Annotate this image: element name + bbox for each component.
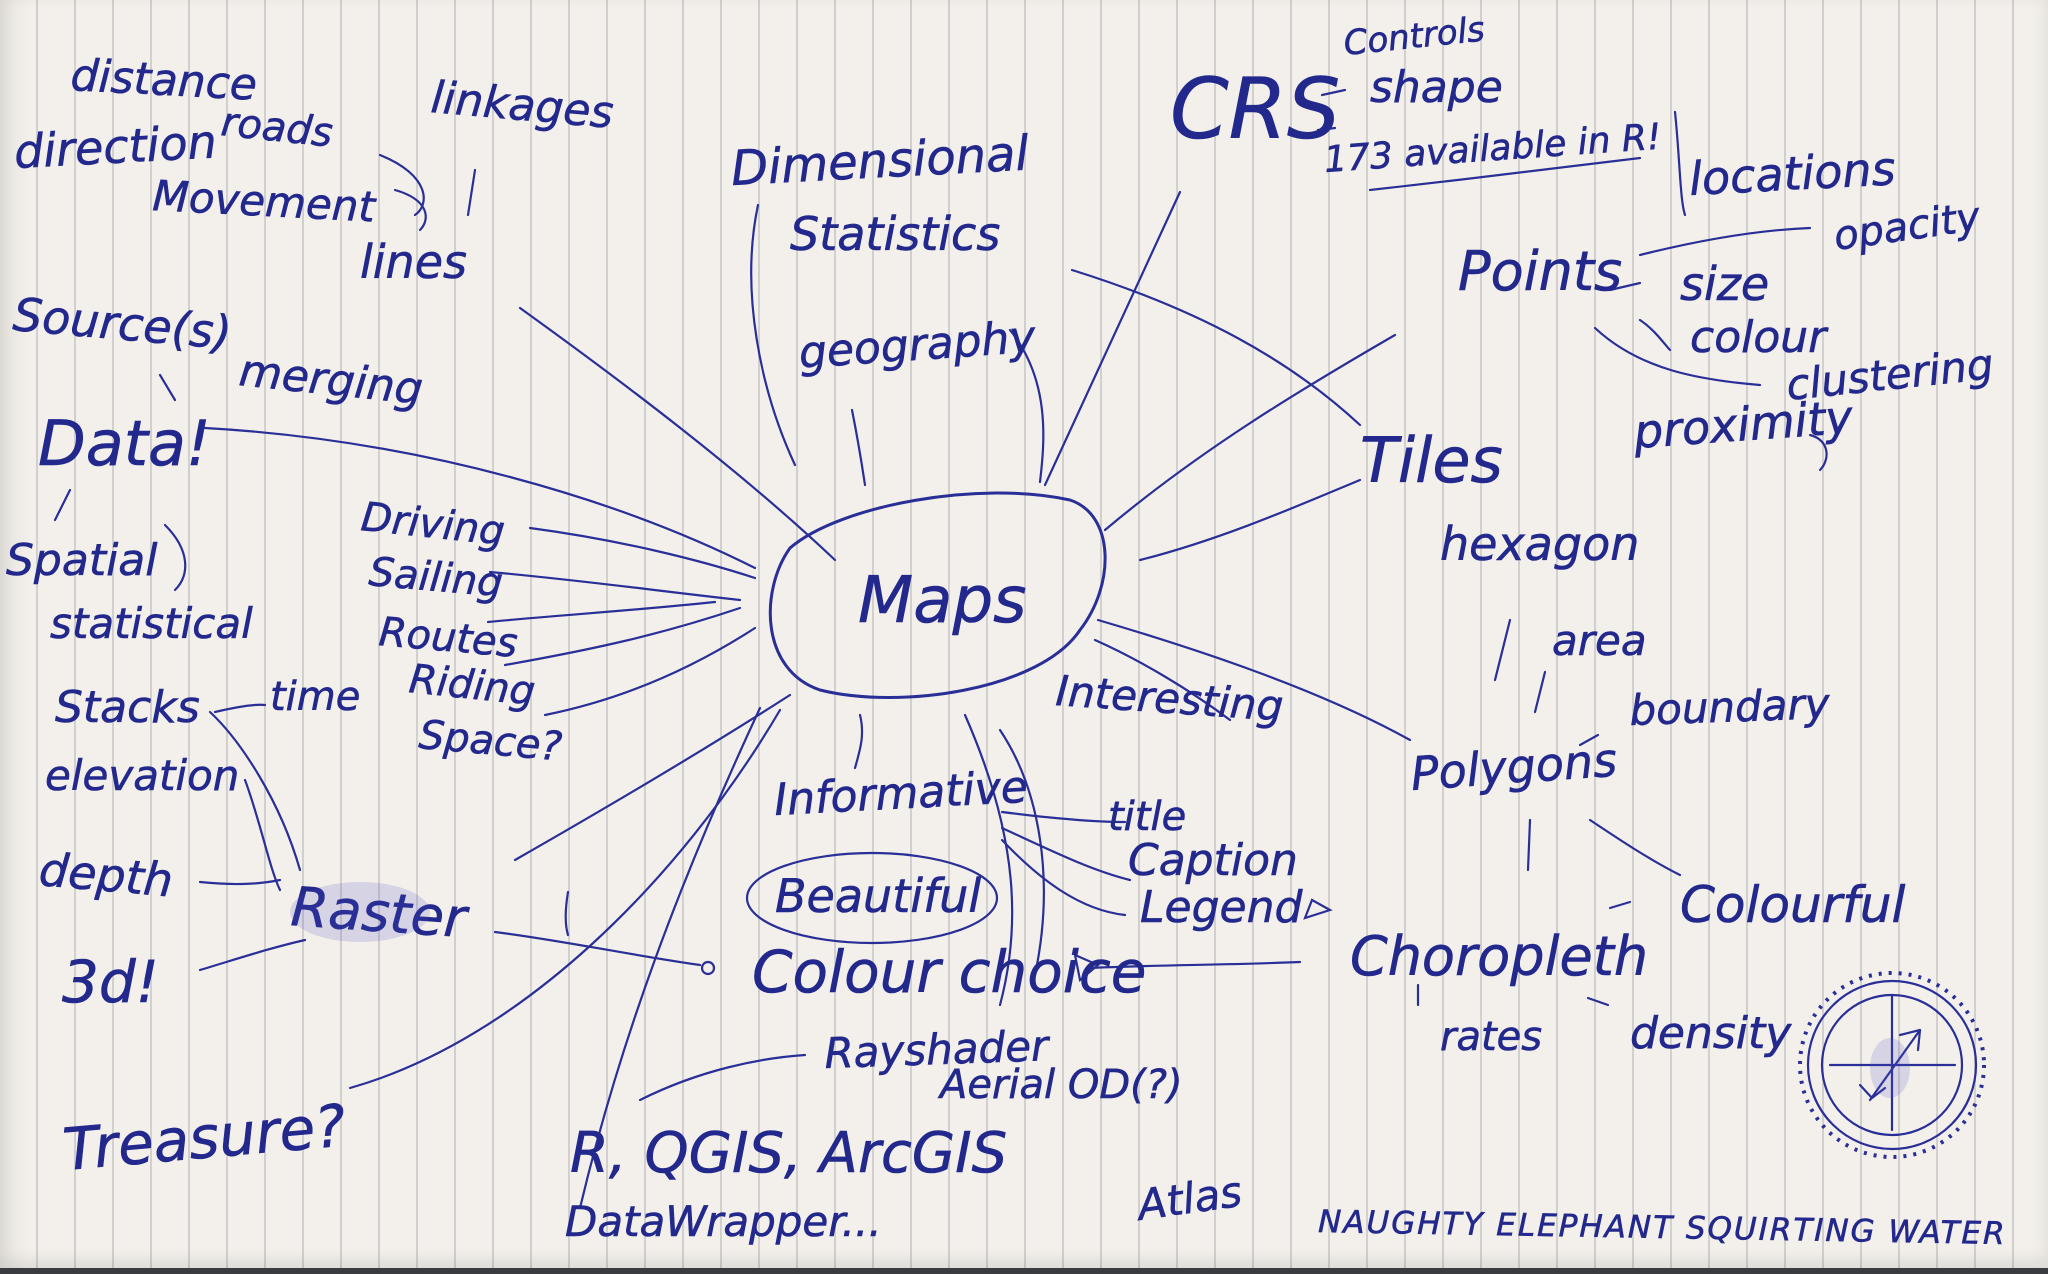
- crs-controls: Controls: [1342, 9, 1487, 64]
- distance-label: distance: [69, 50, 258, 111]
- spatial-label: Spatial: [6, 535, 158, 586]
- boundary-label: boundary: [1629, 679, 1832, 735]
- crs-available: 173 available in R!: [1323, 117, 1663, 181]
- legend-label: Legend: [1140, 882, 1303, 933]
- density-label: density: [1630, 1008, 1792, 1059]
- proximity-label: proximity: [1631, 390, 1855, 459]
- interesting-label: Interesting: [1054, 666, 1285, 731]
- sources-label: Source(s): [11, 287, 234, 360]
- rates-label: rates: [1440, 1014, 1542, 1060]
- choropleth-label: Choropleth: [1350, 925, 1648, 988]
- stacks-label: Stacks: [55, 682, 200, 733]
- routes-label: Routes: [377, 609, 519, 667]
- dimensional-label: Dimensional: [730, 125, 1031, 197]
- elevation-label: elevation: [45, 751, 239, 800]
- linkages-label: linkages: [429, 72, 615, 139]
- area-label: area: [1552, 616, 1647, 665]
- opacity-label: opacity: [1831, 194, 1984, 260]
- center-label: Maps: [858, 564, 1026, 638]
- informative-label: Informative: [773, 762, 1029, 826]
- merging-label: merging: [237, 345, 425, 415]
- roads-label: roads: [219, 99, 335, 156]
- labels: Maps Dimensional Statistics geography CR…: [6, 9, 2007, 1252]
- aerial-label: Aerial OD(?): [937, 1062, 1183, 1108]
- treasure-label: Treasure?: [60, 1092, 348, 1184]
- connector-lines: [53, 88, 1828, 1210]
- crs-label: CRS: [1170, 60, 1340, 158]
- direction-label: direction: [13, 114, 218, 179]
- sailing-label: Sailing: [367, 549, 504, 607]
- compass-doodle: [1798, 971, 1986, 1159]
- space-label: Space?: [417, 712, 564, 770]
- depth-label: depth: [37, 842, 175, 907]
- locations-label: locations: [1688, 141, 1897, 206]
- title-label: title: [1108, 794, 1186, 840]
- three-d-label: 3d!: [62, 948, 159, 1016]
- movement-label: Movement: [151, 171, 377, 232]
- tools-label: R, QGIS, ArcGIS: [570, 1121, 1007, 1186]
- beautiful-circle: [745, 851, 999, 945]
- statistics-label: Statistics: [790, 207, 1000, 261]
- size-label: size: [1680, 257, 1769, 311]
- crs-shape: shape: [1370, 62, 1503, 113]
- riding-label: Riding: [407, 656, 537, 715]
- mnemonic-label: NAUGHTY ELEPHANT SQUIRTING WATER: [1318, 1204, 2007, 1252]
- colour-choice-label: Colour choice: [752, 938, 1146, 1006]
- colour-label: colour: [1690, 312, 1829, 363]
- lines-label: lines: [360, 235, 467, 289]
- polygons-label: Polygons: [1409, 733, 1619, 801]
- geography-label: geography: [797, 312, 1038, 379]
- datawrapper-label: DataWrapper...: [565, 1197, 882, 1246]
- table-edge: [0, 1268, 2048, 1274]
- beautiful-label: Beautiful: [775, 869, 981, 923]
- hexagon-label: hexagon: [1440, 517, 1639, 571]
- data-label: Data!: [38, 407, 211, 480]
- statistical-label: statistical: [50, 599, 253, 648]
- rayshader-label: Rayshader: [824, 1021, 1052, 1078]
- atlas-label: Atlas: [1132, 1167, 1245, 1230]
- colourful-label: Colourful: [1680, 876, 1906, 934]
- time-label: time: [270, 674, 360, 720]
- raster-label: Raster: [289, 875, 471, 950]
- center-ellipse: [768, 491, 1107, 699]
- points-label: Points: [1458, 240, 1622, 303]
- driving-label: Driving: [359, 494, 507, 555]
- caption-label: Caption: [1128, 835, 1298, 886]
- tiles-label: Tiles: [1360, 424, 1503, 497]
